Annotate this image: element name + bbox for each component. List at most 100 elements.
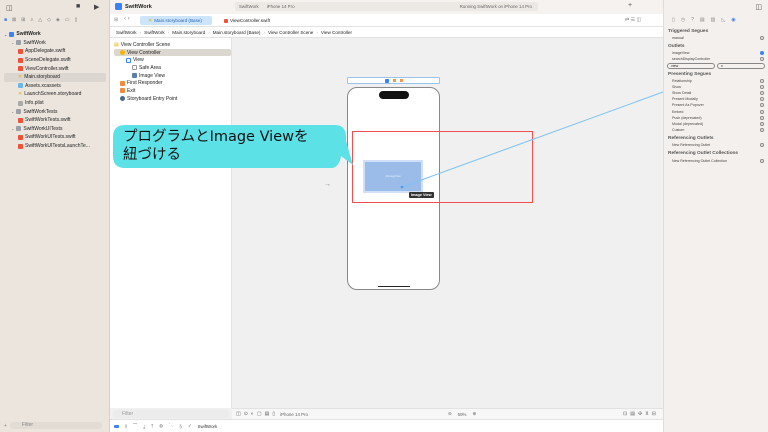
- connection-circle-icon[interactable]: [760, 84, 764, 89]
- file-item[interactable]: ⌄SwiftWorkUITests: [11, 125, 63, 132]
- help-icon[interactable]: ?: [691, 17, 694, 23]
- breadcrumb-item[interactable]: Main.storyboard (Base): [212, 29, 261, 35]
- stop-button[interactable]: ■: [76, 3, 81, 10]
- run-button[interactable]: ▶: [94, 4, 100, 11]
- connection-row[interactable]: Push (deprecated): [664, 115, 768, 121]
- file-item[interactable]: AppDelegate.swift: [4, 47, 106, 56]
- connection-circle-icon[interactable]: [760, 103, 764, 108]
- outline-item[interactable]: First Responder: [114, 79, 231, 87]
- memory-graph-icon[interactable]: ⋱: [168, 423, 174, 428]
- symbol-icon[interactable]: ⊞: [21, 17, 26, 23]
- canvas-options-icon[interactable]: ◫⊙◐▢▤▯: [236, 411, 279, 417]
- outline-filter-input[interactable]: Filter: [113, 410, 229, 418]
- device-config-button[interactable]: iPhone 14 Pro: [280, 411, 308, 417]
- zoom-in-icon[interactable]: ⊕: [472, 411, 477, 416]
- connection-row[interactable]: imageView: [664, 50, 768, 56]
- outlet-target-field[interactable]: x: [717, 62, 765, 69]
- breadcrumb-item[interactable]: View Controller: [320, 29, 352, 35]
- connection-circle-icon[interactable]: [760, 51, 764, 56]
- history-icon[interactable]: ◷: [680, 17, 686, 23]
- debug-icon[interactable]: ◈: [55, 17, 60, 23]
- editor-options-icon[interactable]: ⇄ ☰ ◫: [625, 17, 642, 23]
- navigator-filter-input[interactable]: Filter: [9, 422, 102, 429]
- connection-circle-icon[interactable]: [760, 36, 764, 41]
- layout-tools-icon[interactable]: ⊡▤✣⊻⊟: [623, 411, 659, 417]
- connection-row[interactable]: Show Detail: [664, 90, 768, 96]
- image-view[interactable]: UIImageView: [363, 160, 423, 193]
- connection-circle-icon[interactable]: [760, 78, 764, 83]
- tab-main-storyboard[interactable]: ✕Main.storyboard (Base): [140, 16, 212, 25]
- connection-row[interactable]: searchDisplayController: [664, 56, 768, 62]
- outline-item[interactable]: ▤View Controller Scene: [114, 41, 231, 49]
- step-in-icon[interactable]: ⤓: [143, 423, 146, 429]
- connection-circle-icon[interactable]: [760, 57, 764, 62]
- source-control-icon[interactable]: ⊠: [12, 17, 17, 23]
- connection-row[interactable]: Present As Popover: [664, 102, 768, 108]
- outline-item[interactable]: View: [114, 56, 231, 64]
- file-item[interactable]: Assets.xcassets: [4, 82, 106, 91]
- connection-row[interactable]: manual: [664, 35, 768, 41]
- view-controller-icon[interactable]: [384, 78, 389, 83]
- search-icon[interactable]: ⌕: [30, 17, 34, 23]
- test-icon[interactable]: ◇: [47, 17, 51, 23]
- file-item[interactable]: SwiftWorkUITestsLaunchTe...: [4, 142, 106, 151]
- connection-circle-icon[interactable]: [760, 97, 764, 102]
- grid-icon[interactable]: ⊞: [114, 17, 119, 23]
- file-item[interactable]: ✕Main.storyboard: [4, 72, 106, 82]
- outline-item[interactable]: Storyboard Entry Point: [114, 95, 231, 103]
- connection-circle-icon[interactable]: [760, 158, 764, 163]
- exit-icon[interactable]: [399, 79, 403, 82]
- zoom-out-icon[interactable]: ⊖: [447, 411, 452, 416]
- environment-icon[interactable]: §: [179, 423, 182, 429]
- file-item[interactable]: ⌄SwiftWork: [4, 31, 41, 38]
- connection-row[interactable]: Embed: [664, 109, 768, 115]
- file-item[interactable]: ⌄SwiftWorkTests: [11, 108, 58, 115]
- outline-item[interactable]: Exit: [114, 87, 231, 95]
- connection-circle-icon[interactable]: [760, 143, 764, 148]
- console-toggle-icon[interactable]: [114, 424, 119, 428]
- connection-row[interactable]: Relationship: [664, 78, 768, 84]
- pause-icon[interactable]: ‖: [125, 423, 127, 429]
- identity-icon[interactable]: ▤: [699, 17, 705, 23]
- breadcrumb-item[interactable]: View Controller Scene: [268, 29, 314, 35]
- connection-row[interactable]: Custom: [664, 127, 768, 133]
- breadcrumb-item[interactable]: Main.storyboard: [172, 29, 206, 35]
- connection-row[interactable]: Show: [664, 84, 768, 90]
- outline-item[interactable]: Image View: [114, 72, 231, 80]
- add-icon[interactable]: +: [4, 422, 7, 429]
- breadcrumb-item[interactable]: SwiftWork: [144, 29, 165, 35]
- connection-circle-icon[interactable]: [760, 109, 764, 114]
- scheme-selector[interactable]: SwiftWork: [239, 4, 259, 9]
- connection-circle-icon[interactable]: [760, 115, 764, 120]
- outlet-name-field[interactable]: view: [667, 62, 715, 69]
- size-icon[interactable]: ◺: [721, 17, 726, 23]
- add-icon[interactable]: +: [628, 2, 633, 9]
- breakpoint-icon[interactable]: ▭: [64, 17, 70, 23]
- first-responder-icon[interactable]: [392, 79, 396, 82]
- sidebar-toggle-icon[interactable]: ◫: [6, 5, 13, 12]
- breadcrumb-item[interactable]: SwiftWork: [116, 29, 137, 35]
- connection-circle-icon[interactable]: [760, 91, 764, 96]
- file-inspector-icon[interactable]: ▯: [672, 17, 675, 23]
- folder-icon[interactable]: ■: [4, 17, 8, 23]
- storyboard-canvas[interactable]: UIImageView Image View →: [232, 38, 663, 408]
- connection-circle-icon[interactable]: [760, 121, 764, 126]
- step-out-icon[interactable]: ⤒: [151, 423, 154, 429]
- file-item[interactable]: SceneDelegate.swift: [4, 56, 106, 65]
- step-over-icon[interactable]: ⌒: [132, 423, 138, 428]
- file-item[interactable]: ViewController.swift: [4, 64, 106, 73]
- file-item[interactable]: SwiftWorkTests.swift: [4, 116, 106, 125]
- file-item[interactable]: SwiftWorkUITests.swift: [4, 133, 106, 142]
- connection-row[interactable]: Modal (deprecated): [664, 121, 768, 127]
- location-icon[interactable]: ➶: [187, 423, 192, 428]
- device-selector[interactable]: iPhone 14 Pro: [266, 4, 295, 9]
- connections-icon[interactable]: ◉: [731, 17, 736, 23]
- attributes-icon[interactable]: ▥: [710, 17, 716, 23]
- file-item[interactable]: ⌄SwiftWork: [11, 39, 46, 46]
- back-icon[interactable]: ‹ ›: [124, 16, 130, 22]
- outline-item[interactable]: Safe Area: [114, 64, 231, 72]
- file-item[interactable]: Info.plist: [4, 99, 106, 108]
- inspector-toggle-icon[interactable]: ◫: [755, 4, 762, 11]
- report-icon[interactable]: ▯: [74, 17, 78, 23]
- connection-row[interactable]: Present Modally: [664, 96, 768, 102]
